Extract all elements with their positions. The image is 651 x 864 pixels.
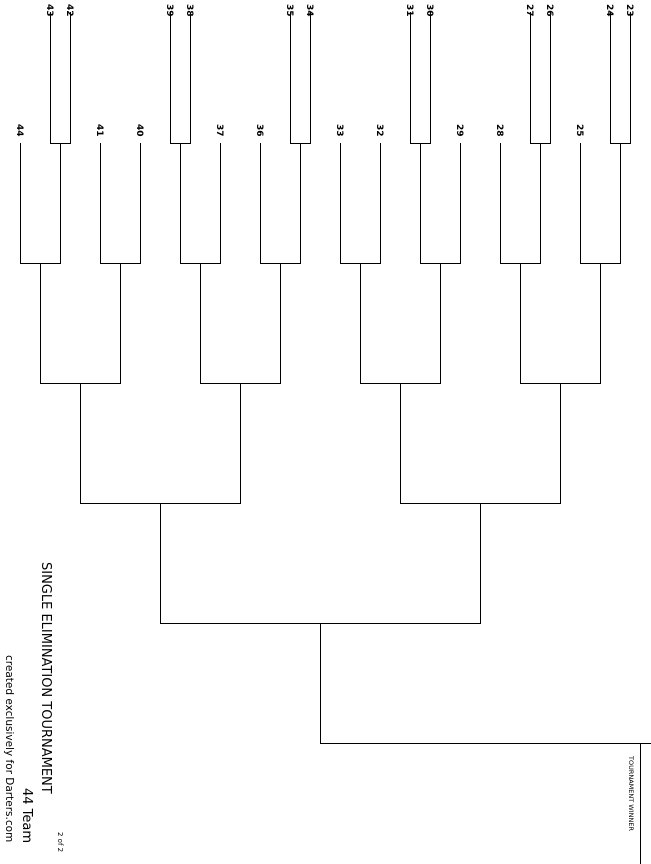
seed-label-34: 34 <box>304 4 314 17</box>
seed-label-36: 36 <box>254 124 264 137</box>
tournament-title: SINGLE ELIMINATION TOURNAMENT <box>38 562 53 794</box>
bracket-lines <box>20 12 651 864</box>
seed-label-40: 40 <box>134 124 144 137</box>
seed-label-31: 31 <box>404 4 414 17</box>
playin-bracket-31-30 <box>410 12 431 144</box>
seed-label-27: 27 <box>524 4 534 17</box>
round1-bracket-2 <box>100 143 141 264</box>
round1-bracket-7 <box>500 143 541 264</box>
round1-bracket-8 <box>580 143 621 264</box>
round2-bracket-1 <box>40 263 121 384</box>
seed-label-23: 23 <box>624 4 634 17</box>
playin-bracket-35-34 <box>290 12 311 144</box>
seed-label-37: 37 <box>214 124 224 137</box>
playin-bracket-39-38 <box>170 12 191 144</box>
seed-label-39: 39 <box>164 4 174 17</box>
seed-label-24: 24 <box>604 4 614 17</box>
page-indicator: 2 of 2 <box>56 832 64 852</box>
seed-labels: 43 42 39 38 35 34 31 30 27 26 24 23 44 4… <box>14 4 634 137</box>
round1-bracket-6 <box>420 143 461 264</box>
title-block: SINGLE ELIMINATION TOURNAMENT 2 of 2 44 … <box>3 562 64 852</box>
seed-label-44: 44 <box>14 124 24 137</box>
round3-bracket-1 <box>80 383 241 504</box>
round1-bracket-1 <box>20 143 61 264</box>
round4-bracket <box>160 503 481 624</box>
seed-label-41: 41 <box>94 124 104 137</box>
round3-bracket-2 <box>400 383 561 504</box>
round1-bracket-4 <box>260 143 301 264</box>
playin-bracket-24-23 <box>610 12 631 144</box>
seed-label-26: 26 <box>544 4 554 17</box>
playin-bracket-43-42 <box>50 12 71 144</box>
round1-bracket-3 <box>180 143 221 264</box>
round2-bracket-4 <box>520 263 601 384</box>
seed-label-33: 33 <box>334 124 344 137</box>
tournament-winner-label: TOURNAMENT WINNER <box>627 755 635 831</box>
seed-label-32: 32 <box>374 124 384 137</box>
seed-label-35: 35 <box>284 4 294 17</box>
round1-bracket-5 <box>340 143 381 264</box>
seed-label-25: 25 <box>574 124 584 137</box>
final-line <box>320 623 651 744</box>
seed-label-28: 28 <box>494 124 504 137</box>
seed-label-29: 29 <box>454 124 464 137</box>
round2-bracket-2 <box>200 263 281 384</box>
round2-bracket-3 <box>360 263 441 384</box>
playin-bracket-27-26 <box>530 12 551 144</box>
credit-text: created exclusively for Darters.com <box>3 655 15 842</box>
seed-label-38: 38 <box>184 4 194 17</box>
seed-label-42: 42 <box>64 4 74 17</box>
seed-label-43: 43 <box>44 4 54 17</box>
team-count: 44 Team <box>19 788 34 843</box>
seed-label-30: 30 <box>424 4 434 17</box>
